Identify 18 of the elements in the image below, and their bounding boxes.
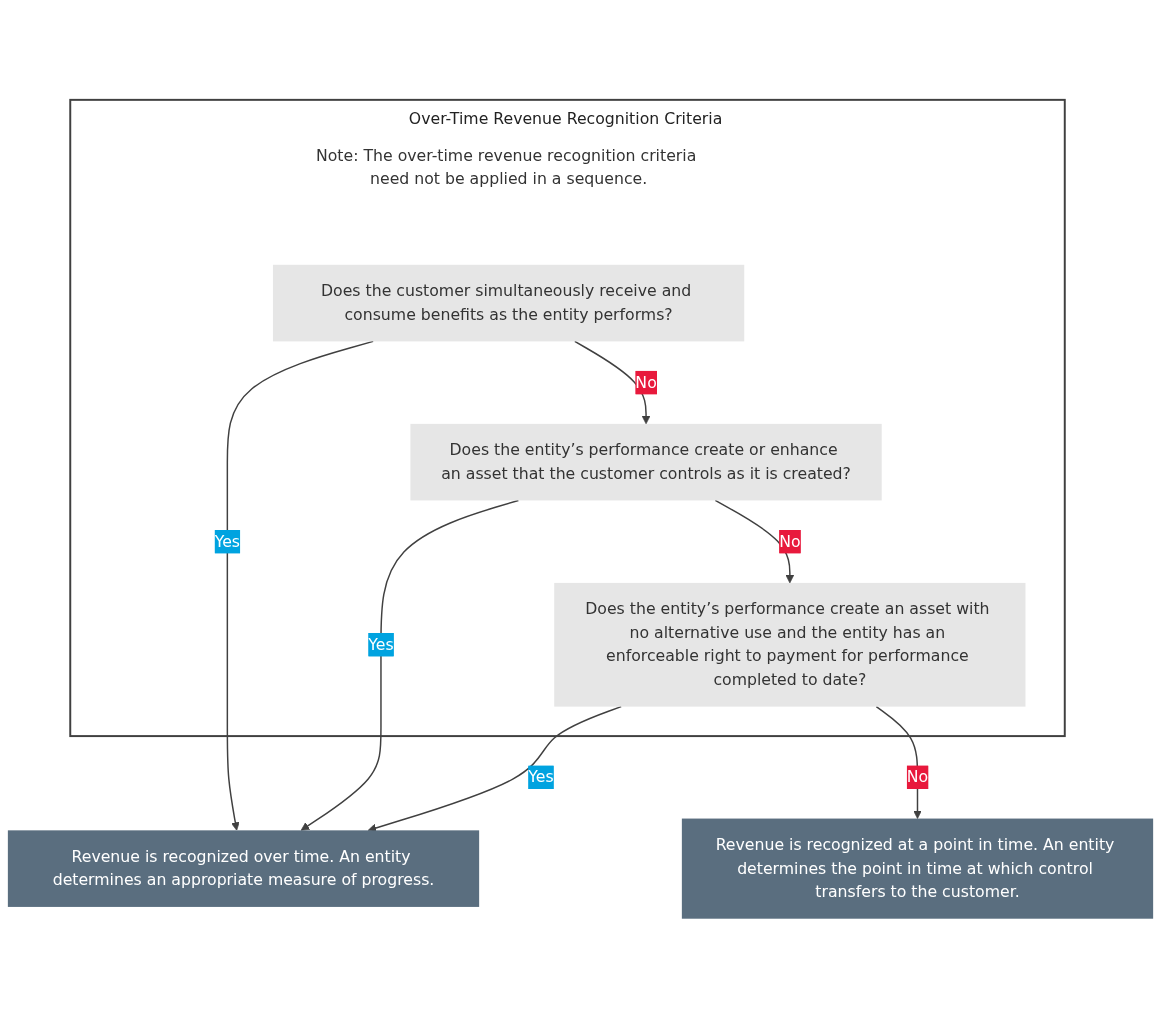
edge-label: Yes — [528, 767, 554, 787]
node-box: Does the entity’s performance create or enhance an asset that the customer controls as it is created? — [410, 424, 882, 501]
node-box: Does the customer simultaneously receive and consume benefits as the entity performs? — [272, 265, 745, 342]
arrow — [300, 499, 520, 831]
node-text: Note: The over-time revenue recognition criteria need not be applied in a sequence. — [315, 146, 697, 189]
node-box: Revenue is recognized at a point in time. An entity determines the point in time at which control transfers to the customer. — [681, 818, 1154, 919]
edge-label: No — [635, 373, 657, 392]
edge-label: Yes — [214, 532, 241, 551]
arrow — [367, 706, 622, 833]
arrow — [875, 706, 922, 820]
node-box: Revenue is recognized over time. An entity determines an appropriate measure of progress. — [7, 830, 480, 908]
arrow — [714, 499, 795, 584]
edge-label: No — [906, 767, 929, 787]
edge-label: No — [779, 532, 801, 551]
arrow — [226, 340, 374, 831]
arrow — [574, 340, 651, 425]
node-box: Does the entity’s performance create an asset with no alternative use and the entity has an enforceable right to payment for performance completed to date? — [554, 583, 1026, 707]
edge-label: Yes — [368, 635, 394, 654]
